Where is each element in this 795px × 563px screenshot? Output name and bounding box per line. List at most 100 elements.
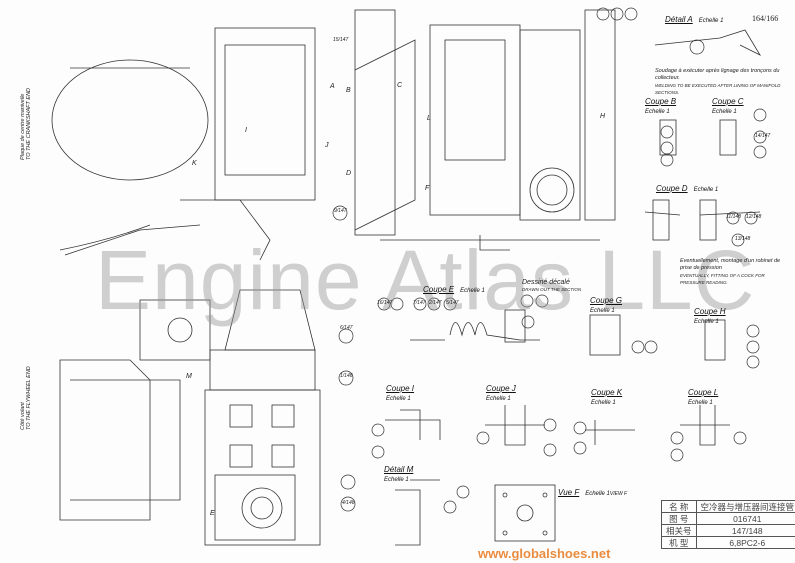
part-ref-6-147: 6/147 [340,325,353,331]
coupe-l-label: Coupe L [688,388,719,397]
drawn-out-fr: Dessiné décalé [522,279,570,286]
view-letter-c: C [397,82,403,89]
vue-f-label: Vue F [558,488,580,497]
coupe-k-label: Coupe K [591,388,623,397]
coupe-i-scale: Echelle 1 [386,396,411,402]
view-letter-b: B [346,87,351,94]
title-block-key: 相关号 [661,524,697,537]
engine-block [59,359,151,521]
coupe-b-title: Coupe B Echelle 1 [645,97,676,115]
title-block-value: 147/148 [695,524,795,537]
view-letter-j: J [325,142,329,149]
part-ref-12-148: 12/148 [746,214,762,220]
part-ref-11-148: 11/148 [726,214,741,220]
coupe-d-scale: Echelle 1 [693,187,719,193]
coupe-g-scale: Echelle 1 [590,308,615,314]
coupe-b-label: Coupe B [645,97,677,106]
part-ref-9-147: 9/147 [334,208,347,214]
coupe-c-title: Coupe C Echelle 1 [712,97,744,115]
manifold-body [429,24,521,216]
view-letter-l: L [427,115,431,122]
part-ref-5-147: 5/147 [446,300,459,306]
view-letter-d: D [346,170,352,177]
coupe-j-scale: Echelle 1 [486,396,511,402]
view-letter-e: E [210,510,215,517]
part-ref-4-148: 4/148 [342,500,355,506]
detail-a-note-fr: Soudage à exécuter après lignage des tro… [655,68,780,81]
part-ref-13-148: 13/148 [735,236,751,242]
coupe-j-label: Coupe J [486,384,516,393]
view-letter-a: A [330,83,335,90]
side-note-bottom-en: TO THE FLYWHEEL END [26,366,32,430]
part-ref-2-147: 2/147 [429,300,442,306]
detail-m-label: Détail M [384,465,414,474]
coupe-g-label: Coupe G [590,296,623,305]
coupe-d-label: Coupe D [656,184,688,193]
coupe-d-title: Coupe D Echelle 1 [656,184,718,193]
drawn-out-en: DRAWN OUT THE SECTION [522,287,582,292]
view-letter-h: H [600,113,606,120]
coupe-e-title: Coupe E Echelle 1 [423,285,485,294]
detail-a-scale: Echelle 1 [698,18,724,24]
air-cooler-casing [214,27,316,201]
vue-f-title: Vue F Echelle 1VIEW F [558,488,627,497]
coupe-i-label: Coupe I [386,384,415,393]
coupe-e-scale: Echelle 1 [460,288,485,294]
coupe-d-note-en: EVENTUALLY, FITTING OF A COCK FOR PRESSU… [680,273,765,285]
part-ref-1-148: 1/148 [340,373,353,379]
view-letter-f: F [425,185,430,192]
coupe-i-title: Coupe I Echelle 1 [386,384,414,402]
coupe-b-scale: Echelle 1 [645,109,670,115]
coupe-g-title: Coupe G Echelle 1 [590,296,622,314]
coupe-l-scale: Echelle 1 [688,400,713,406]
view-letter-m: M [186,373,192,380]
detail-a-title: Détail A Echelle 1 [665,15,723,24]
vue-f-scale: Echelle 1 [585,491,610,497]
coupe-h-scale: Echelle 1 [694,319,719,325]
view-letter-k: K [192,160,197,167]
part-ref-15-147: 15/147 [333,37,349,43]
coupe-d-note: Eventuellement, montage d'un robinet de … [680,258,790,286]
engine-atlas-watermark: Engine Atlas LLC [95,233,756,327]
coupe-k-scale: Echelle 1 [591,400,616,406]
coupe-h-title: Coupe H Echelle 1 [694,307,726,325]
coupe-l-title: Coupe L Echelle 1 [688,388,718,406]
vue-f-sub: VIEW F [609,491,628,497]
lower-duct [204,389,321,546]
title-block-key: 机 型 [661,536,697,549]
detail-m-scale: Echelle 1 [384,477,409,483]
detail-a-note-en: WELDING TO BE EXECUTED AFTER LINING OF M… [655,83,781,95]
title-block-value: 6,8PC2-6 [695,536,795,549]
view-letter-i: I [245,127,247,134]
title-block-key: 图 号 [661,512,697,525]
coupe-c-label: Coupe C [712,97,744,106]
part-ref-14-147: 14/147 [755,133,771,139]
coupe-d-note-fr: Eventuellement, montage d'un robinet de … [680,258,781,271]
page-number: 164/166 [752,14,779,23]
side-note-top-en: TO THE CRANKSHAFT END [26,87,32,160]
coupe-j-title: Coupe J Echelle 1 [486,384,516,402]
title-block-value: 空冷器与增压器间连接管 [695,500,795,513]
coupe-c-scale: Echelle 1 [712,109,737,115]
site-watermark: www.globalshoes.net [478,546,611,561]
coupe-k-title: Coupe K Echelle 1 [591,388,622,406]
part-ref-7-147: 7/147 [413,300,426,306]
coupe-h-label: Coupe H [694,307,726,316]
coupe-e-label: Coupe E [423,285,455,294]
view-f-flange [494,484,556,542]
detail-a-label: Détail A [665,15,693,24]
title-block-value: 016741 [695,512,795,525]
detail-a-note: Soudage à exécuter après lignage des tro… [655,68,790,96]
part-ref-16-147: 16/147 [377,300,393,306]
air-cooler-bulb [51,59,209,181]
outlet-flange [529,167,575,213]
